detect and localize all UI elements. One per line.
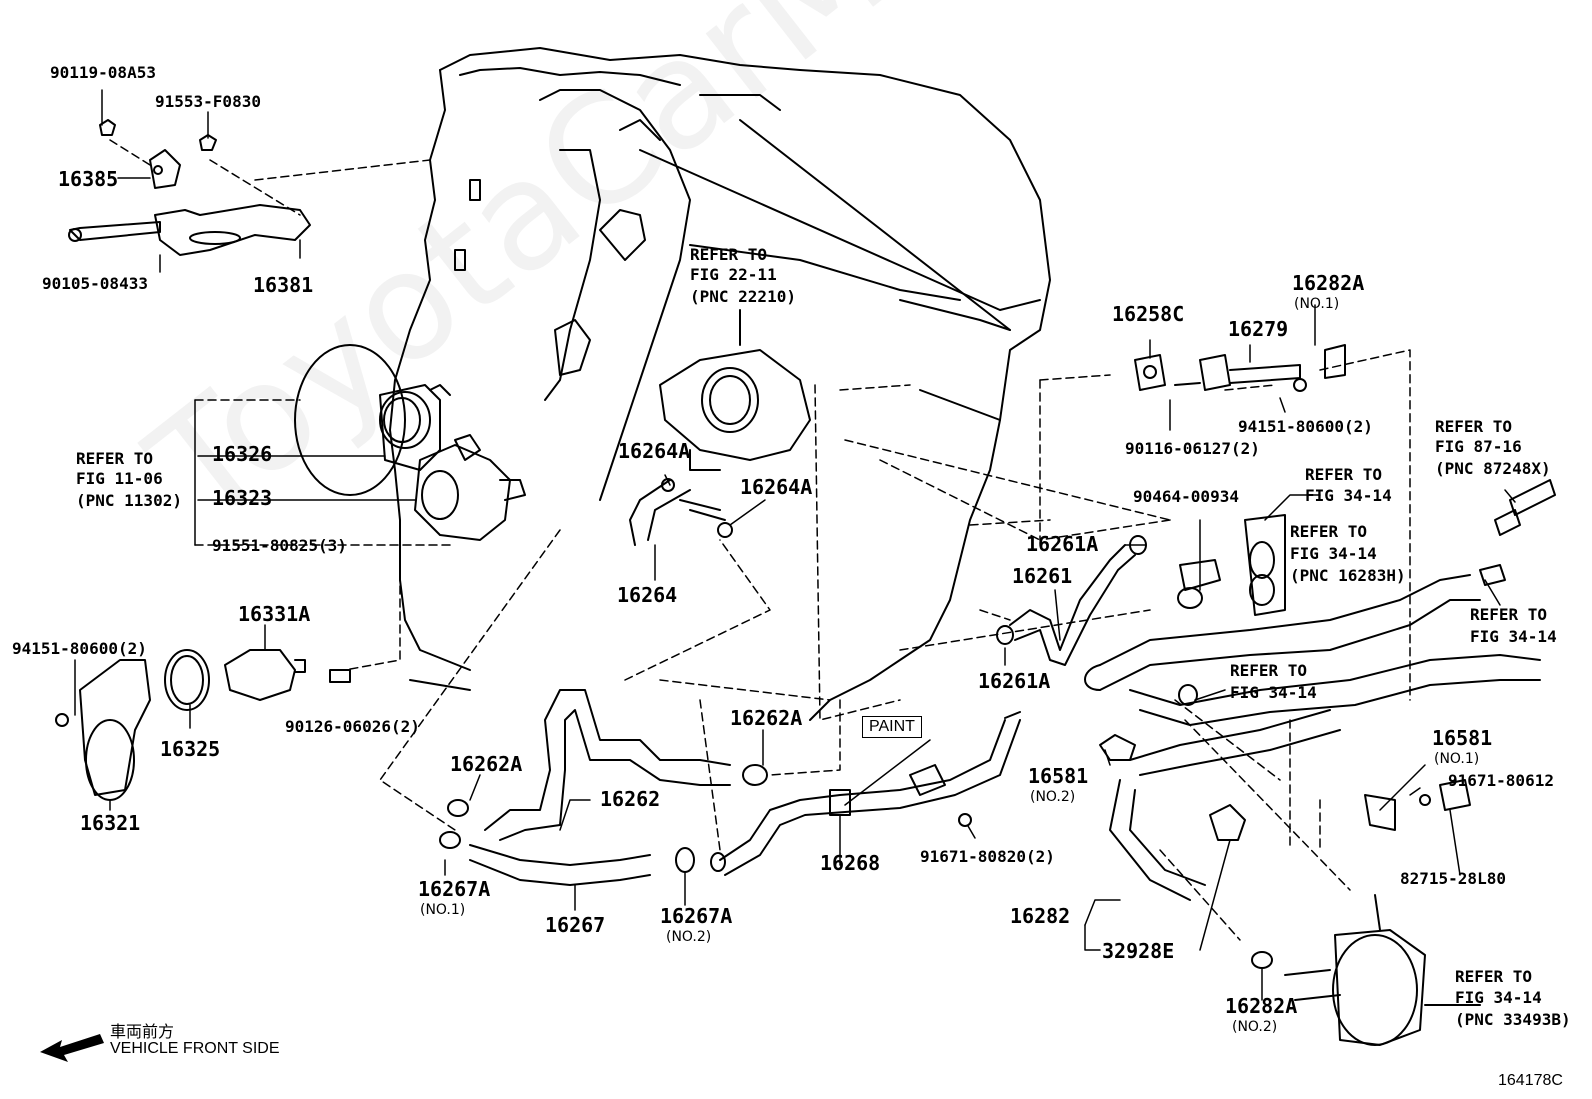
label-16267: 16267 [545, 913, 606, 937]
label-16261: 16261 [1012, 564, 1073, 588]
label-refer-34-14-a1: REFER TO [1305, 465, 1383, 484]
label-91671-80820: 91671-80820(2) [920, 847, 1055, 866]
label-refer-34-14-a2: FIG 34-14 [1305, 486, 1392, 505]
label-82715-28l80: 82715-28L80 [1400, 869, 1506, 888]
label-refer-34-14-c2: FIG 34-14 [1470, 627, 1557, 646]
label-16267a-no2-sub: (NO.2) [666, 929, 712, 945]
label-16282a-no1-sub: (NO.1) [1294, 296, 1340, 312]
label-16323: 16323 [212, 486, 273, 510]
label-94151-80600-right: 94151-80600(2) [1238, 417, 1373, 436]
hose-16282 [1084, 574, 1541, 901]
front-arrow [40, 1034, 104, 1062]
label-refer-87-16-a: REFER TO [1435, 417, 1513, 436]
label-16581-no1-sub: (NO.1) [1434, 751, 1480, 767]
bracket-16381 [68, 119, 311, 256]
label-16282a-no2-sub: (NO.2) [1232, 1019, 1278, 1035]
hose-16264 [629, 478, 733, 546]
label-refer-34-14-d1: REFER TO [1230, 661, 1308, 680]
label-refer-11-06-c: (PNC 11302) [76, 491, 182, 510]
diagram-code: 164178C [1498, 1072, 1563, 1089]
label-refer-34-14-e3: (PNC 33493B) [1455, 1010, 1571, 1029]
hose-16262 [447, 689, 768, 841]
pipe-16268 [710, 711, 1021, 876]
label-90126-06026: 90126-06026(2) [285, 717, 420, 736]
label-refer-34-14-b1: REFER TO [1290, 522, 1368, 541]
paint-marker: PAINT [862, 716, 922, 738]
label-16581-no2-sub: (NO.2) [1030, 789, 1076, 805]
label-refer-87-16-b: FIG 87-16 [1435, 437, 1522, 456]
label-16581-no2: 16581 [1028, 764, 1089, 788]
throttle-body [659, 309, 811, 471]
label-16321: 16321 [80, 811, 141, 835]
label-16268: 16268 [820, 851, 881, 875]
label-16385: 16385 [58, 167, 119, 191]
label-16381: 16381 [253, 273, 314, 297]
label-16326: 16326 [212, 442, 273, 466]
label-90464-00934: 90464-00934 [1133, 487, 1239, 506]
label-16264a-upper: 16264A [618, 439, 691, 463]
leader-lines [74, 89, 1516, 1006]
label-91551-80825: 91551-80825(3) [212, 536, 347, 555]
label-refer-34-14-c1: REFER TO [1470, 605, 1548, 624]
label-32928e: 32928E [1102, 939, 1175, 963]
label-16262: 16262 [600, 787, 661, 811]
label-16261a-upper: 16261A [1026, 532, 1099, 556]
label-16267a-no2: 16267A [660, 904, 733, 928]
label-16581-no1: 16581 [1432, 726, 1493, 750]
label-refer-34-14-d2: FIG 34-14 [1230, 683, 1317, 702]
thermostat-parts [55, 649, 351, 801]
label-16262a-right: 16262A [730, 706, 803, 730]
vehicle-front-jp: 車両前方 [110, 1024, 175, 1041]
engine-timing-cover [294, 47, 1051, 721]
label-16282a-no2: 16282A [1225, 994, 1298, 1018]
label-refer-34-14-b3: (PNC 16283H) [1290, 566, 1406, 585]
label-16264a-lower: 16264A [740, 475, 813, 499]
label-16279: 16279 [1228, 317, 1289, 341]
label-refer-11-06-b: FIG 11-06 [76, 469, 163, 488]
label-16267a-no1: 16267A [418, 877, 491, 901]
label-refer-87-16-c: (PNC 87248X) [1435, 459, 1551, 478]
label-refer-22-11-a: REFER TO [690, 245, 768, 264]
label-94151-80600-left: 94151-80600(2) [12, 639, 147, 658]
label-16262a-left: 16262A [450, 752, 523, 776]
label-refer-34-14-e1: REFER TO [1455, 967, 1533, 986]
reference-lines [109, 139, 1411, 941]
label-refer-22-11-c: (PNC 22210) [690, 287, 796, 306]
label-refer-11-06-a: REFER TO [76, 449, 154, 468]
label-refer-34-14-b2: FIG 34-14 [1290, 544, 1377, 563]
label-refer-22-11-b: FIG 22-11 [690, 265, 777, 284]
label-91671-80612: 91671-80612 [1448, 771, 1554, 790]
label-91553-f0830: 91553-F0830 [155, 92, 261, 111]
label-16264: 16264 [617, 583, 678, 607]
label-16331a: 16331A [238, 602, 311, 626]
label-16325: 16325 [160, 737, 221, 761]
label-90116-06127: 90116-06127(2) [1125, 439, 1260, 458]
label-16282a-no1: 16282A [1292, 271, 1365, 295]
label-16261a-lower: 16261A [978, 669, 1051, 693]
label-16258c: 16258C [1112, 302, 1185, 326]
label-90105-08433: 90105-08433 [42, 274, 148, 293]
label-16267a-no1-sub: (NO.1) [420, 902, 466, 918]
label-90119-08a53: 90119-08A53 [50, 63, 156, 82]
label-refer-34-14-e2: FIG 34-14 [1455, 988, 1542, 1007]
vehicle-front-en: VEHICLE FRONT SIDE [110, 1040, 280, 1057]
label-16282: 16282 [1010, 904, 1071, 928]
right-side-parts [1099, 344, 1556, 1046]
